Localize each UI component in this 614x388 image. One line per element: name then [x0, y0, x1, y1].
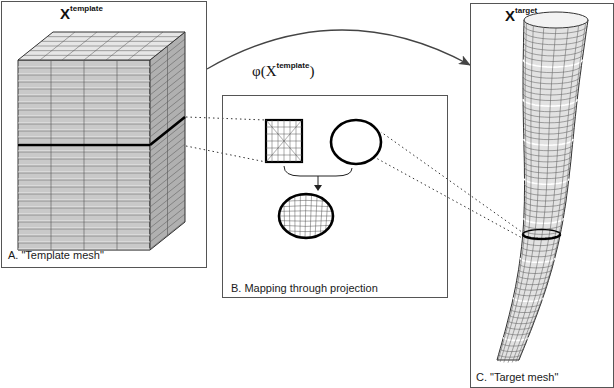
mesh-line — [41, 41, 173, 42]
panel-label: C. "Target mesh" — [476, 371, 558, 384]
projection-leader — [186, 146, 266, 162]
mesh-line — [167, 46, 168, 236]
cube-side — [150, 32, 185, 250]
mesh-line — [36, 46, 168, 47]
mesh-line — [47, 36, 179, 37]
mesh-line — [278, 210, 334, 212]
cut-band — [18, 144, 150, 147]
down-arrow — [318, 176, 319, 186]
cut-band — [150, 117, 185, 145]
panel-box: B. Mapping through projection — [222, 95, 448, 298]
mesh-line — [84, 60, 85, 250]
mesh-line — [290, 120, 291, 162]
target-tube — [497, 12, 588, 363]
mesh-line — [266, 148, 302, 149]
cube-top — [18, 32, 185, 60]
panel-label: B. Mapping through projection — [231, 282, 378, 295]
panel-box: Xtarget C. "Target mesh" — [470, 3, 614, 388]
mesh-line — [106, 32, 141, 60]
projection-leader — [381, 132, 521, 231]
math-heading: Xtemplate — [60, 5, 103, 23]
math-symbol: X — [60, 5, 70, 22]
mesh-line — [51, 60, 52, 250]
down-arrow-head — [314, 185, 322, 191]
projection-leader — [186, 117, 266, 120]
math-heading: Xtarget — [505, 7, 537, 25]
cut-band — [523, 234, 561, 239]
math-superscript: target — [515, 6, 537, 15]
mesh-line — [18, 145, 150, 146]
mapping-arrow — [207, 30, 470, 69]
cut-band — [523, 230, 561, 235]
math-superscript: template — [277, 61, 310, 70]
mesh-line — [278, 225, 334, 226]
math-symbol: ) — [309, 63, 314, 79]
mesh-line — [310, 193, 312, 239]
tube-line — [500, 26, 533, 362]
mesh-line — [278, 216, 334, 217]
tube-outline — [497, 20, 588, 360]
cube-front — [18, 60, 150, 250]
bracket — [284, 166, 352, 176]
panel-box: Xtemplate A. "Template mesh" — [1, 1, 207, 268]
tube-line — [518, 23, 585, 361]
tube-line — [504, 27, 544, 362]
tube-line — [512, 27, 568, 362]
result-mesh — [278, 193, 334, 239]
mesh-line — [266, 120, 302, 162]
square-section — [266, 120, 302, 162]
result-outline — [279, 194, 333, 238]
projection-figures — [266, 120, 381, 239]
mesh-line — [117, 60, 118, 250]
math-symbol: φ(X — [252, 63, 277, 79]
tube-line — [508, 28, 556, 363]
mesh-line — [315, 193, 317, 239]
mesh-line — [278, 206, 334, 207]
panel-label: A. "Template mesh" — [8, 249, 104, 262]
mesh-line — [266, 120, 302, 162]
math-superscript: template — [70, 4, 103, 13]
tube-line — [498, 23, 527, 361]
mapping-function-label: φ(Xtemplate) — [250, 62, 316, 80]
mesh-line — [278, 220, 334, 222]
mesh-line — [278, 234, 334, 236]
ellipse-section — [331, 120, 381, 164]
mesh-fill — [278, 193, 334, 239]
template-cube — [18, 32, 185, 250]
projection-leader — [376, 158, 521, 237]
mesh-line — [128, 32, 163, 60]
math-symbol: X — [505, 7, 515, 24]
